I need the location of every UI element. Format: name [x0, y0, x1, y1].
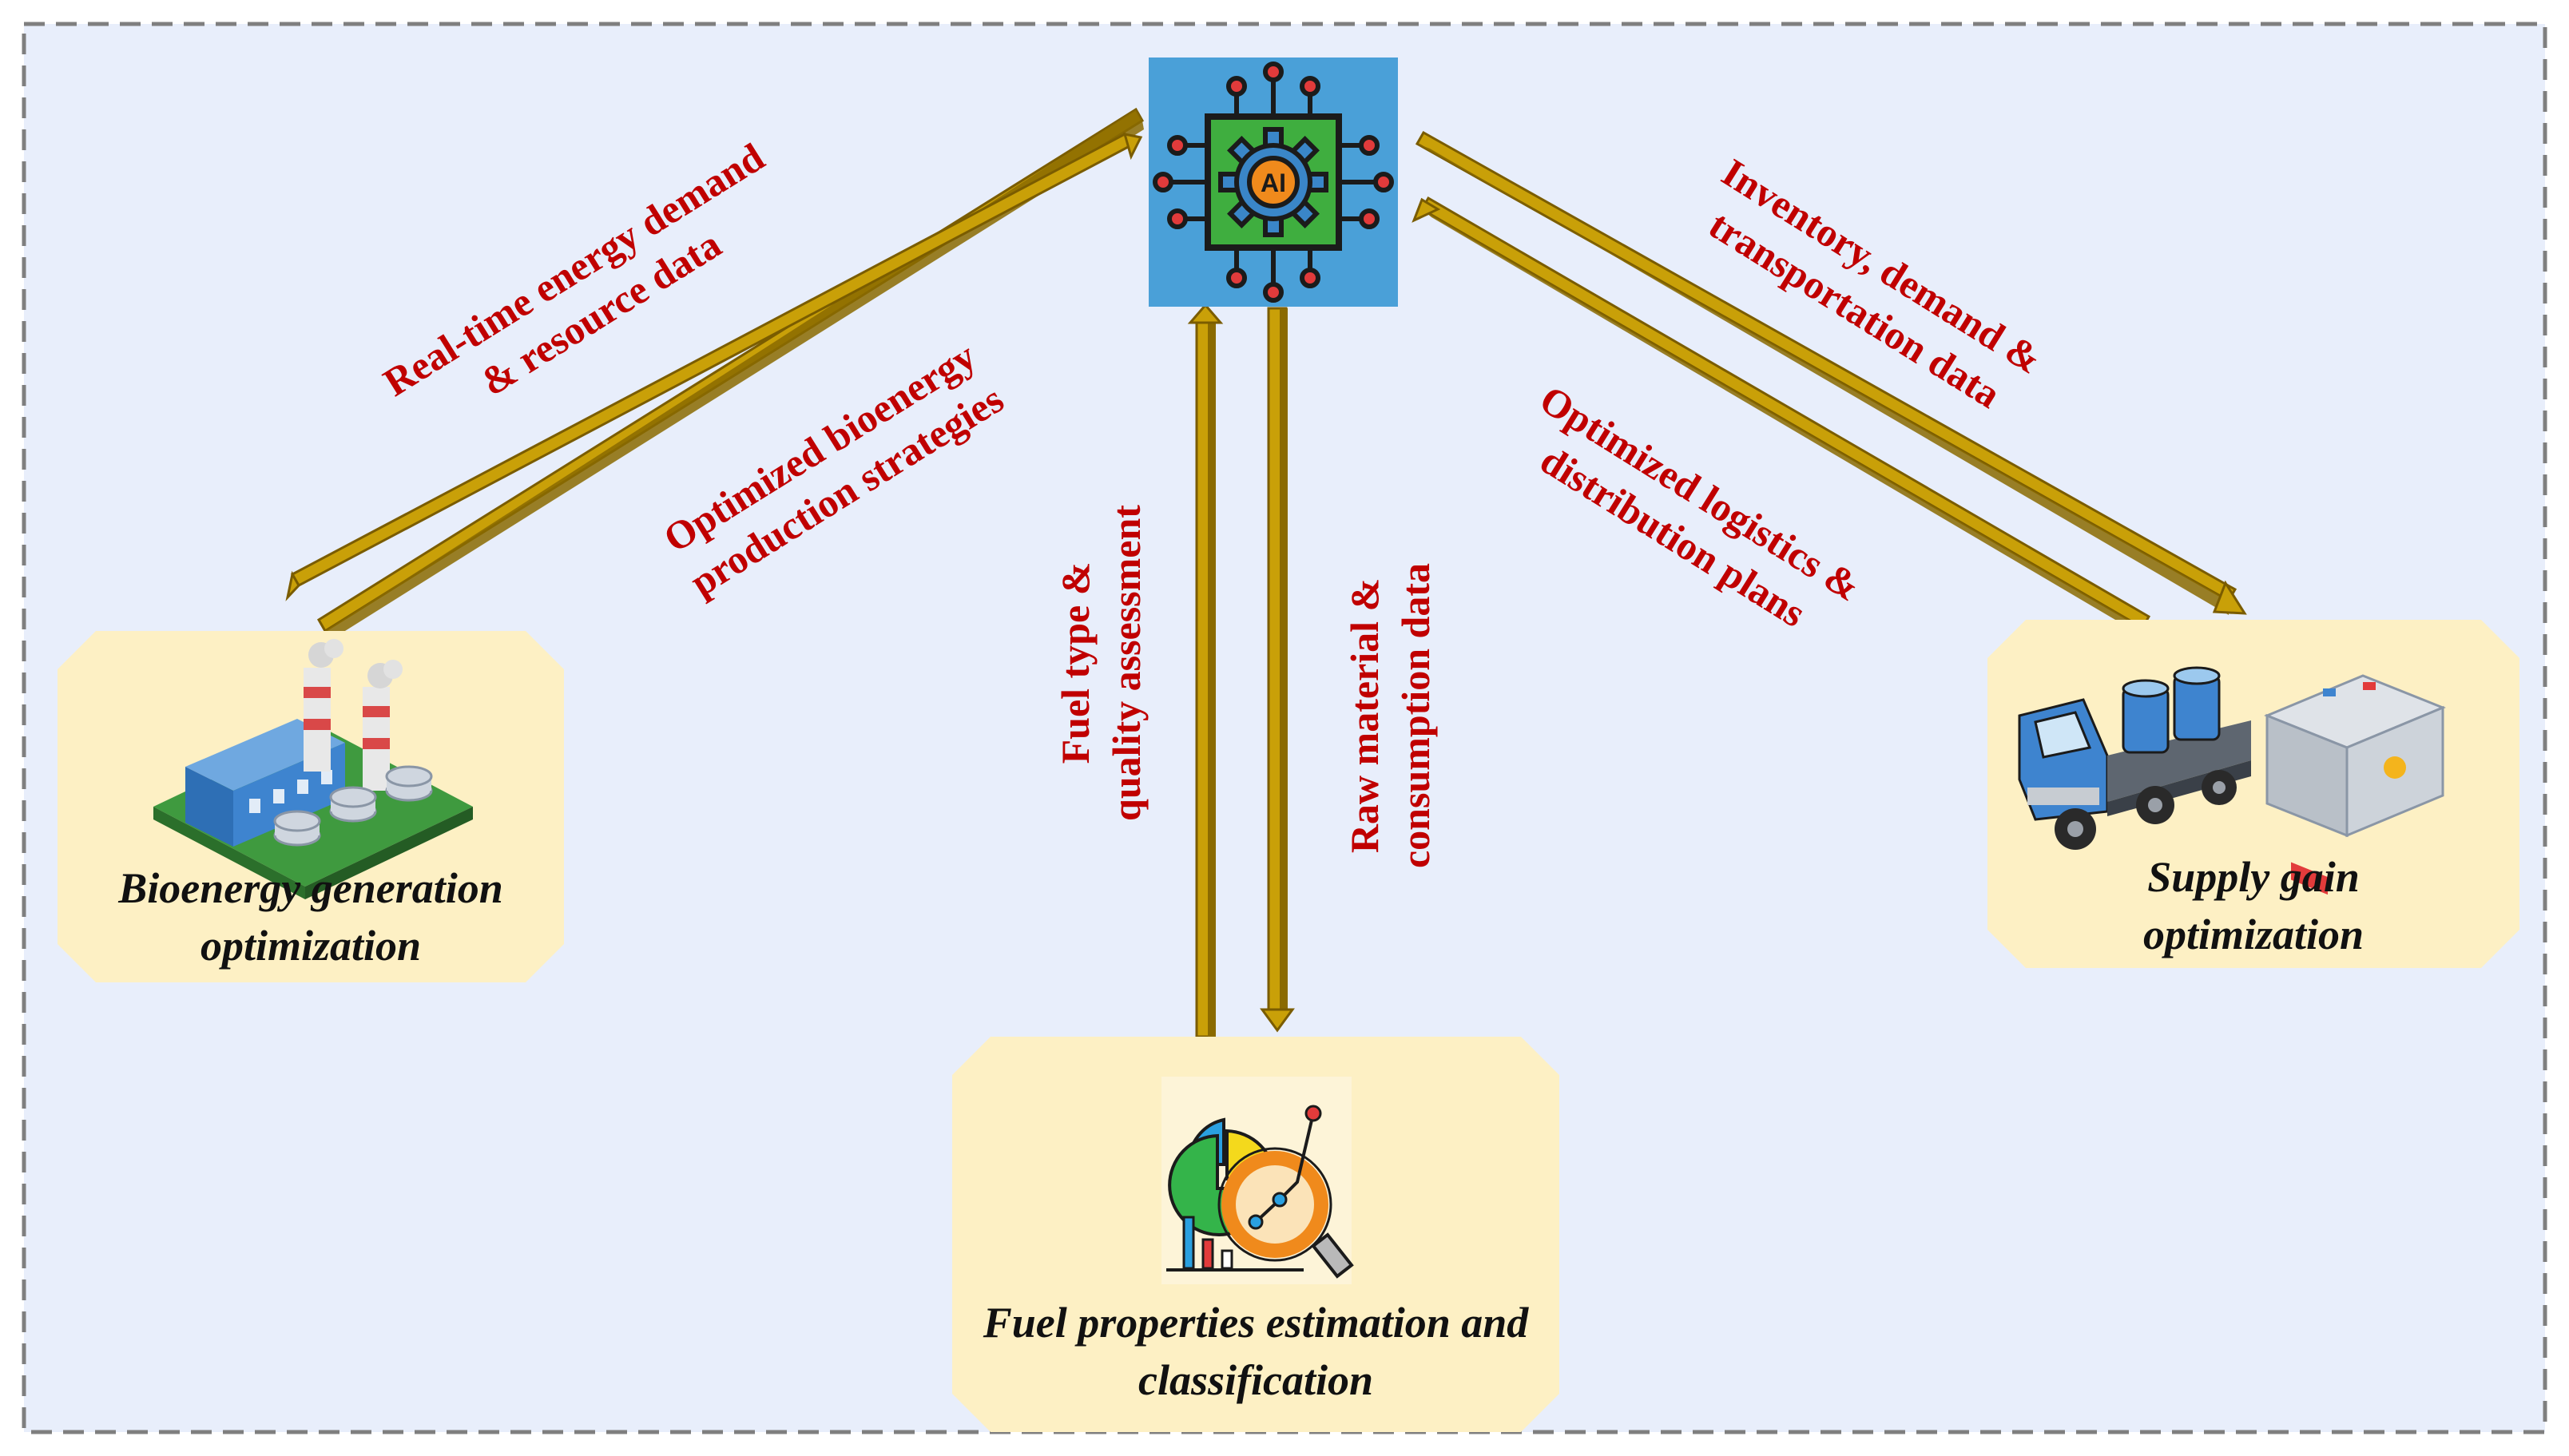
power-plant-icon	[58, 631, 564, 982]
data-analysis-magnifier-icon	[952, 1037, 1559, 1432]
arrow-ai-to-fuel	[1260, 307, 1295, 1033]
node-fuel-label: Fuel properties estimation and classific…	[952, 1294, 1559, 1409]
arrow-ai-to-left	[285, 132, 1143, 601]
node-supply-label-line: optimization	[2142, 910, 2365, 958]
ai-hub: AI	[1149, 58, 1398, 307]
node-bioenergy-label-line: optimization	[200, 922, 422, 970]
node-supply: Supply gain optimization	[1987, 620, 2519, 968]
arrow-right-to-ai	[1412, 196, 2151, 636]
flow-label-line: Raw material &	[1342, 577, 1387, 854]
node-bioenergy-label: Bioenergy generation optimization	[58, 859, 564, 974]
node-bioenergy-label-line: Bioenergy generation	[118, 864, 503, 912]
node-supply-label: Supply gain optimization	[1987, 848, 2519, 963]
node-fuel: Fuel properties estimation and classific…	[952, 1037, 1559, 1432]
arrow-ai-to-right	[1415, 130, 2247, 615]
flow-label-line: consumption data	[1393, 562, 1438, 869]
node-fuel-label-line: classification	[1138, 1356, 1373, 1404]
node-supply-label-line: Supply gain	[2147, 853, 2360, 901]
ai-icon-text: AI	[1261, 169, 1286, 197]
flow-label-mid-out: Raw material & consumption data	[1339, 540, 1441, 891]
arrow-fuel-to-ai	[1187, 303, 1224, 1038]
flow-label-line: quality assessment	[1104, 505, 1149, 821]
flow-label-line: Fuel type &	[1053, 561, 1098, 764]
flow-label-mid-in: Fuel type & quality assessment	[1050, 479, 1152, 847]
node-bioenergy: Bioenergy generation optimization	[58, 631, 564, 982]
node-fuel-label-line: Fuel properties estimation and	[983, 1299, 1529, 1347]
ai-chip-gear-icon: AI	[1149, 58, 1398, 307]
fuel-truck-and-battery-icon	[1987, 620, 2519, 968]
